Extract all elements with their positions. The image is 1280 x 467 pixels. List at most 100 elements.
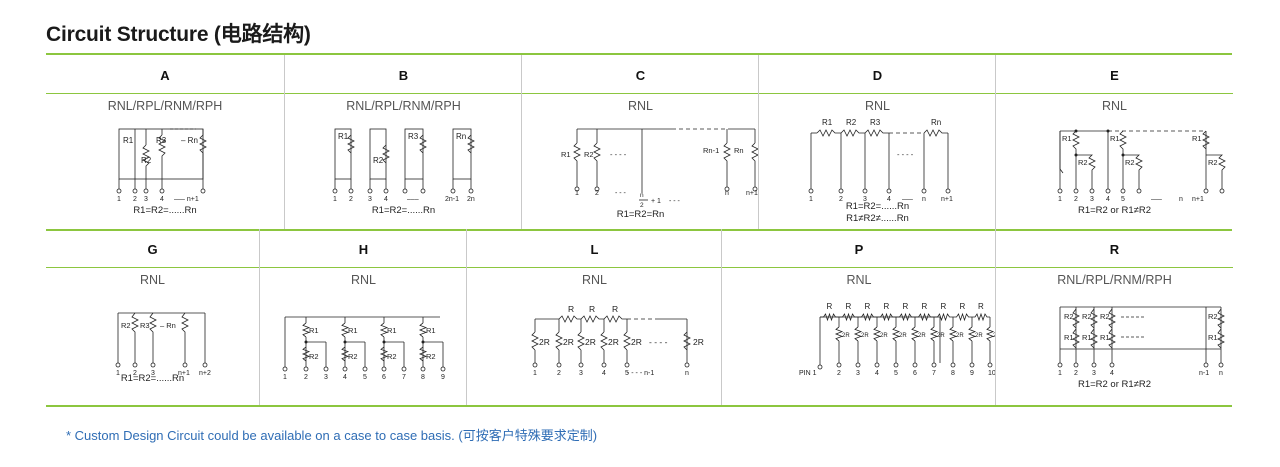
label-r1: R1 xyxy=(822,118,833,127)
pin-5: 5 xyxy=(363,374,367,381)
pin-dash: - - - - n-1 xyxy=(627,370,654,377)
label-r: R xyxy=(568,304,574,314)
label-2r: 2R xyxy=(539,337,550,347)
pin-2: 2 xyxy=(349,196,353,203)
circuit-type: RNL xyxy=(139,273,165,287)
pin-2: 2 xyxy=(304,374,308,381)
pin-terminal xyxy=(893,362,899,368)
label-2r: 2R xyxy=(956,333,964,339)
pin-n1: n+1 xyxy=(178,370,190,377)
label-r: R xyxy=(884,302,890,311)
label-rdash: - - - - xyxy=(610,150,627,159)
pin-4: 4 xyxy=(602,370,606,377)
pin-dots-2: - - - xyxy=(669,198,681,205)
pin-n: —– n+1 xyxy=(174,196,199,203)
label-r3: R3 xyxy=(408,132,419,141)
label-r1d: R1 xyxy=(1208,333,1218,342)
circuit-letter: L xyxy=(590,241,599,257)
pin-frac-num: n xyxy=(640,192,644,199)
resistor-2r xyxy=(834,326,844,342)
label-r: R xyxy=(978,302,984,311)
label-rn: – Rn xyxy=(160,321,176,330)
label-r1d: R1 xyxy=(426,326,436,335)
pin-9: 9 xyxy=(441,374,445,381)
label-r: R xyxy=(827,302,833,311)
pin-terminal xyxy=(836,362,842,368)
label-r2: R2 xyxy=(584,150,594,159)
circuit-letter: G xyxy=(147,241,158,257)
circuit-letter: B xyxy=(398,67,409,83)
resistor-2r xyxy=(967,326,977,342)
resistor-2r xyxy=(872,326,882,342)
label-2r: 2R xyxy=(585,337,596,347)
resistor-r1 xyxy=(418,322,428,338)
pin-4: 4 xyxy=(1106,196,1110,203)
resistor-2r xyxy=(853,326,863,342)
circuit-cell-e: E RNL R1 R1 R1 xyxy=(995,55,1233,229)
pin-n: n xyxy=(922,196,926,203)
pin-n: n xyxy=(725,190,729,197)
label-2r: 2R xyxy=(899,333,907,339)
table-top-rule xyxy=(46,53,1232,55)
label-r3: R3 xyxy=(140,321,150,330)
label-r: R xyxy=(960,302,966,311)
circuit-formula: R1=R2=......Rn xyxy=(120,373,185,384)
pin-1: 1 xyxy=(283,374,287,381)
pin-n1: n+1 xyxy=(941,196,953,203)
pin-3: 3 xyxy=(579,370,583,377)
label-r1: R1 xyxy=(1062,134,1072,143)
label-r2: R2 xyxy=(121,321,131,330)
pin-3: 3 xyxy=(324,374,328,381)
label-r2b: R2 xyxy=(1082,312,1092,321)
circuit-formula: R1=R2=......Rn xyxy=(845,201,910,212)
pin-8: 8 xyxy=(421,374,425,381)
label-r2: R2 xyxy=(373,156,384,165)
label-2r-n: 2R xyxy=(693,337,704,347)
label-2r: 2R xyxy=(880,333,888,339)
pin-2: 2 xyxy=(1074,370,1078,377)
label-rn-1: Rn-1 xyxy=(703,146,719,155)
resistor-r xyxy=(839,312,858,322)
pin-terminal xyxy=(624,362,630,368)
pin-5: 5 xyxy=(1121,196,1125,203)
resistor-r2 xyxy=(340,346,350,362)
pin-1: 1 xyxy=(116,370,120,377)
label-2r: 2R xyxy=(842,333,850,339)
circuit-diagram-p: R2RR2RR2RR2RR2RR2RR2RR2RR2R PIN 1 234567… xyxy=(799,302,996,377)
label-r3: R3 xyxy=(870,118,881,127)
circuit-type: RNL xyxy=(581,273,607,287)
pin-terminal xyxy=(282,366,288,372)
resistor-2r xyxy=(891,326,901,342)
pin-n-1: n-1 xyxy=(1199,370,1209,377)
resistor-2r xyxy=(985,326,995,342)
label-r-2: R xyxy=(589,304,595,314)
label-r-3: R xyxy=(612,304,618,314)
label-2r: 2R xyxy=(937,333,945,339)
pin-3: 3 xyxy=(1092,370,1096,377)
pin-1: 1 xyxy=(1058,196,1062,203)
pin-1: PIN 1 xyxy=(799,370,817,377)
pin-terminal xyxy=(401,366,407,372)
pin-6: 6 xyxy=(913,370,917,377)
label-rdash: - - - - xyxy=(897,150,914,159)
circuit-row-2: G RNL R2 R3 – Rn 1 2 3 n+1 n+2 R1=R2=...… xyxy=(46,229,1233,407)
pin-1: 1 xyxy=(533,370,537,377)
circuit-letter: C xyxy=(635,67,646,83)
circuit-cell-c: C RNL R1 R2 - - - - Rn-1 Rn 1 2 xyxy=(521,55,759,229)
pin-dash: ––– xyxy=(407,196,419,203)
resistor-2r xyxy=(623,331,631,351)
resistor-r2 xyxy=(379,346,389,362)
page-title: Circuit Structure (电路结构) xyxy=(46,23,311,46)
resistor-r1 xyxy=(379,322,389,338)
pin-terminal xyxy=(323,366,329,372)
pin-5: 5 xyxy=(625,370,629,377)
circuit-cell-r: R RNL/RPL/RNM/RPH xyxy=(995,229,1233,407)
pin-3: 3 xyxy=(368,196,372,203)
pin-10: 10 xyxy=(988,370,996,377)
label-r2: R2 xyxy=(141,156,152,165)
pin-dash: —– xyxy=(1151,196,1162,203)
pin-2n-1: 2n-1 xyxy=(445,196,459,203)
label-r2c: R2 xyxy=(1208,158,1218,167)
label-r1: R1 xyxy=(123,136,134,145)
